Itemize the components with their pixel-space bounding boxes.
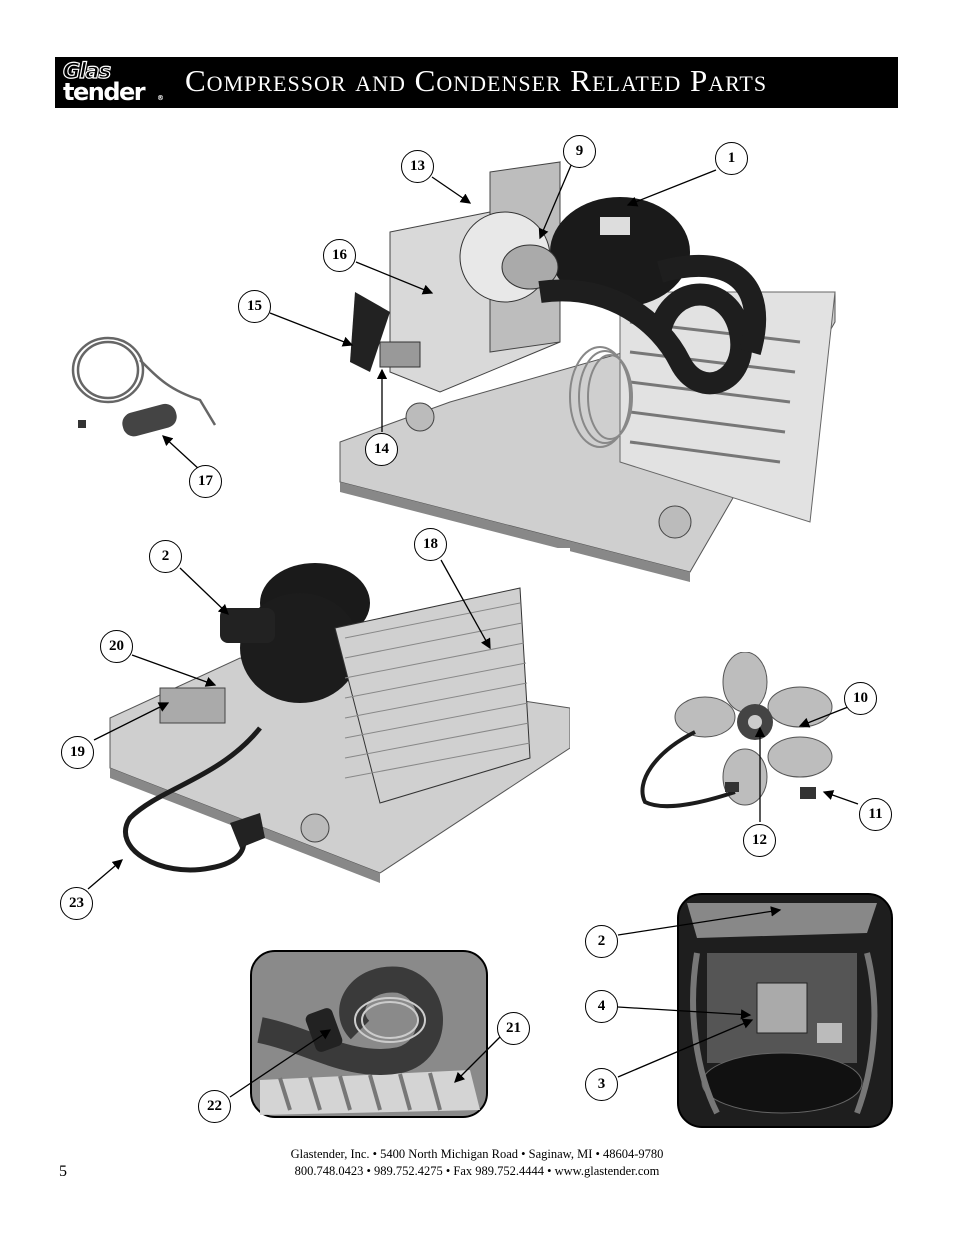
callout-17: 17 [189,465,222,498]
glastender-logo: Glas tender ® [62,59,164,106]
callout-20: 20 [100,630,133,663]
callout-2-lower: 2 [585,925,618,958]
callout-21: 21 [497,1012,530,1045]
callout-1: 1 [715,142,748,175]
callout-15: 15 [238,290,271,323]
page-header: Glas tender ® Compressor and Condenser R… [55,57,898,108]
callout-23: 23 [60,887,93,920]
callout-4: 4 [585,990,618,1023]
condensing-unit-side-photo [100,548,570,888]
callout-12: 12 [743,824,776,857]
page-number: 5 [59,1163,67,1180]
page-title: Compressor and Condenser Related Parts [185,63,768,98]
callout-11: 11 [859,798,892,831]
suction-line-detail-photo [250,950,488,1118]
callout-19: 19 [61,736,94,769]
compressor-detail-photo [677,893,893,1128]
callout-9: 9 [563,135,596,168]
callout-10: 10 [844,682,877,715]
callout-22: 22 [198,1090,231,1123]
callout-2-upper: 2 [149,540,182,573]
logo-line1: Glas [62,59,111,83]
condensing-unit-photo [330,142,845,582]
callout-13: 13 [401,150,434,183]
footer-contact: 800.748.0423 • 989.752.4275 • Fax 989.75… [294,1164,660,1178]
logo-registered-mark: ® [157,94,164,102]
callout-18: 18 [414,528,447,561]
logo-line2: tender [63,78,146,106]
fan-blade-motor-photo [635,652,845,832]
capillary-drier-photo [60,330,230,450]
footer-address: Glastender, Inc. • 5400 North Michigan R… [290,1147,664,1161]
callout-3: 3 [585,1068,618,1101]
callout-14: 14 [365,433,398,466]
callout-16: 16 [323,239,356,272]
